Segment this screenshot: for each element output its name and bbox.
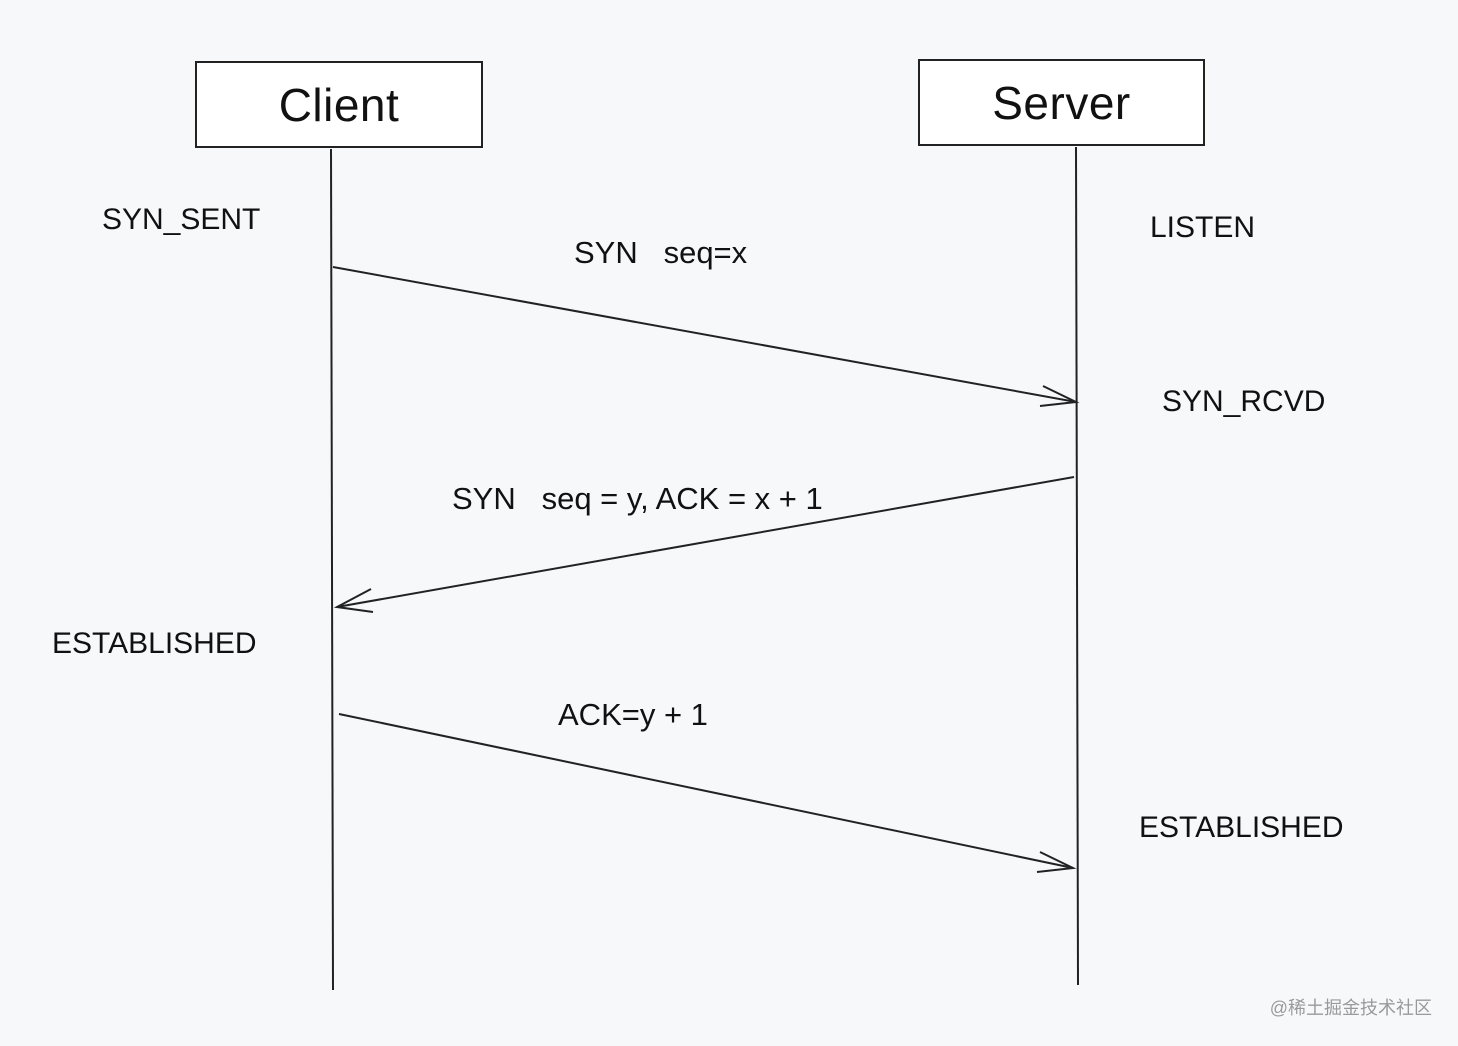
- client-state-syn-sent: SYN_SENT: [102, 203, 261, 236]
- client-participant-label: Client: [278, 78, 400, 131]
- syn-message-arrow: [332, 266, 1080, 407]
- syn-ack-message-arrow: [333, 476, 1075, 613]
- server-participant-box: Server: [918, 59, 1205, 146]
- syn-ack-message-label: SYN seq = y, ACK = x + 1: [452, 481, 823, 516]
- server-lifeline: [1075, 146, 1079, 986]
- client-participant-box: Client: [195, 61, 483, 148]
- server-state-syn-rcvd: SYN_RCVD: [1162, 385, 1326, 418]
- ack-message-label: ACK=y + 1: [558, 697, 708, 732]
- syn-message-label: SYN seq=x: [574, 235, 748, 270]
- server-state-established: ESTABLISHED: [1139, 811, 1344, 844]
- server-state-listen: LISTEN: [1150, 211, 1256, 244]
- client-lifeline: [330, 148, 334, 991]
- client-state-established: ESTABLISHED: [52, 627, 257, 660]
- server-participant-label: Server: [992, 76, 1131, 129]
- watermark-text: @稀土掘金技术社区: [1269, 998, 1432, 1018]
- ack-message-arrow: [338, 713, 1077, 873]
